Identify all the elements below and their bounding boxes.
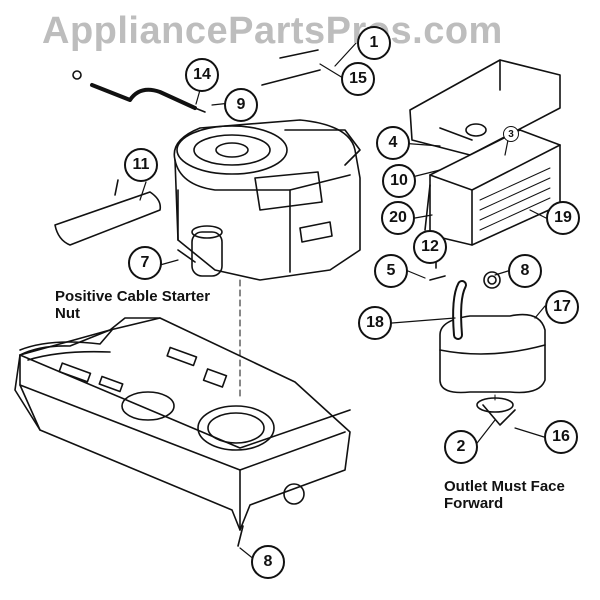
callout-16: 16	[544, 420, 578, 454]
callout-17: 17	[545, 290, 579, 324]
outlet-note-line1: Outlet Must Face	[444, 478, 565, 495]
positive-cable-note: Positive Cable Starter Nut	[55, 288, 210, 322]
muffler-drawing	[439, 280, 546, 426]
positive-cable-note-line2: Nut	[55, 305, 80, 322]
shield-drawing	[54, 179, 162, 246]
alignment-lines	[239, 279, 496, 401]
callout-20: 20	[381, 201, 415, 235]
watermark: AppliancePartsPros.com	[42, 10, 503, 52]
callout-7: 7	[128, 246, 162, 280]
callout-15: 15	[341, 62, 375, 96]
engine-drawing	[173, 119, 361, 281]
callout-3: 3	[503, 126, 519, 142]
positive-cable-note-line1: Positive Cable Starter	[55, 288, 211, 305]
callout-10: 10	[382, 164, 416, 198]
callout-11: 11	[124, 148, 158, 182]
callout-9: 9	[224, 88, 258, 122]
callout-12: 12	[413, 230, 447, 264]
frame-drawing	[14, 317, 351, 547]
muffler-bracket-drawing	[409, 59, 561, 156]
callout-5: 5	[374, 254, 408, 288]
callout-2: 2	[444, 430, 478, 464]
outlet-note-line2: Forward	[444, 495, 504, 512]
callout-8-upper: 8	[508, 254, 542, 288]
callout-14: 14	[185, 58, 219, 92]
callout-1: 1	[357, 26, 391, 60]
callout-18: 18	[358, 306, 392, 340]
outlet-note: Outlet Must Face Forward	[444, 478, 565, 512]
throttle-cable-drawing	[72, 70, 206, 113]
callout-19: 19	[546, 201, 580, 235]
callout-4: 4	[376, 126, 410, 160]
callout-8-lower: 8	[251, 545, 285, 579]
fastener-drawings	[261, 49, 501, 289]
